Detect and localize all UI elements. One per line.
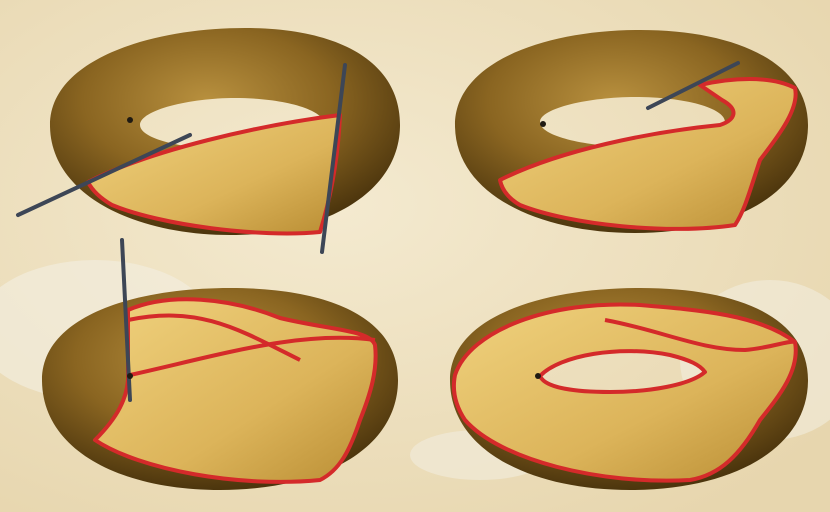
pole-point bbox=[540, 121, 546, 127]
pole-point bbox=[127, 117, 133, 123]
pole-point bbox=[535, 373, 541, 379]
strip-sheet bbox=[95, 299, 376, 482]
pole-point bbox=[127, 373, 133, 379]
